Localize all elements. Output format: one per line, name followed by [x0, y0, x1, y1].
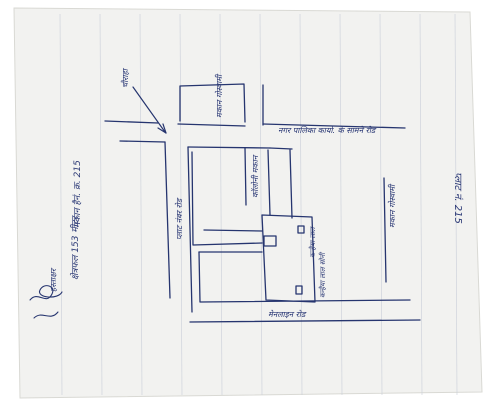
label-owner-right: कन्हैया लाल सोनी: [318, 252, 327, 298]
label-main-road: मेनलाइन रोड: [268, 309, 307, 319]
label-plot-number: प्लाट नं. 215: [452, 172, 464, 224]
vertical-road-right-edge: [187, 146, 193, 313]
road-top-lower-edge-2: [187, 146, 271, 149]
top-house-boundary: [179, 83, 246, 123]
vertical-road-left-edge: [164, 141, 171, 299]
plot-block-right-top: [267, 149, 271, 216]
chowk-pointer-arrow: [132, 86, 167, 134]
plot-inner-mark-3: [295, 285, 303, 295]
label-top-chowk: चौराहा: [120, 67, 130, 88]
plot-inner-mark-2: [297, 225, 305, 234]
main-road-edge: [189, 319, 421, 323]
road-top-upper-edge-3: [262, 123, 406, 129]
label-area: क्षेत्रफल 153 मीटर: [69, 214, 81, 280]
lower-block-boundary: [198, 251, 411, 303]
label-top-house: मकान गोस्वामी: [214, 73, 224, 118]
plot-215-rectangle: [261, 214, 316, 303]
plot-block-outer: [191, 151, 263, 246]
road-top-lower-edge: [119, 140, 166, 143]
road-top-lower-edge-3: [269, 147, 293, 150]
label-owner-left: कन्हैया लाल: [308, 226, 317, 258]
label-nagar-palika-road: नगर पालिका कार्या. के सामने रोड: [278, 125, 377, 135]
label-plot-road: प्लाट नंबर रोड: [174, 197, 184, 240]
plot-block-top: [244, 147, 247, 206]
plot-block-right-far: [289, 149, 293, 219]
signature-scribble: [29, 285, 63, 319]
plot-block-mid: [203, 229, 263, 232]
road-top-upper-edge-2: [177, 123, 246, 127]
label-signature: हस्ताक्षर: [49, 267, 58, 292]
plot-inner-mark-1: [263, 235, 277, 247]
label-right-house: मकान गोस्वामी: [387, 183, 397, 228]
rule-lines: [59, 13, 458, 396]
right-house-divider: [383, 177, 387, 283]
road-top-upper-edge: [104, 120, 159, 124]
label-left-house: कॉलोनी मकान: [250, 154, 260, 198]
paper-sheet: [13, 7, 483, 399]
label-house-number: मकान हैनं. क्र. 215: [71, 160, 83, 228]
